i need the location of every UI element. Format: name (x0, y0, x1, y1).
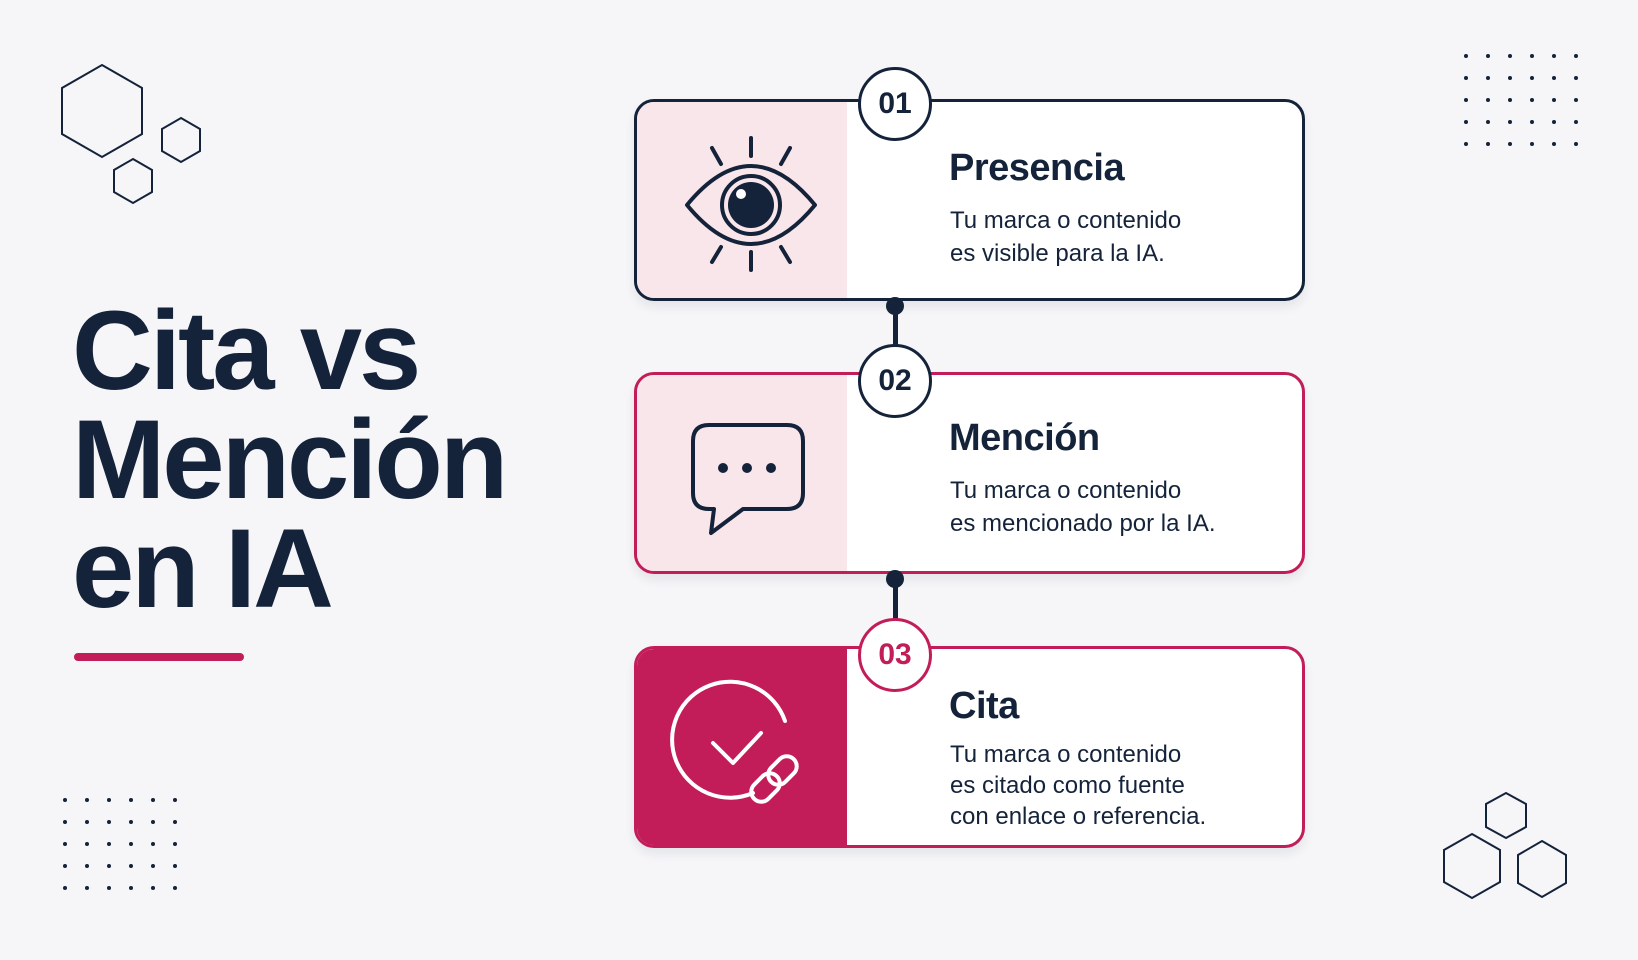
description-line: Tu marca o contenido (950, 207, 1182, 234)
title-line: en IA (72, 506, 334, 631)
eye-icon (685, 136, 817, 272)
icon-box (637, 649, 847, 845)
step-number-badge: 03 (858, 618, 932, 692)
speech-bubble-icon (691, 423, 805, 535)
description-line: Tu marca o contenido (950, 477, 1182, 504)
step-number-badge: 02 (858, 344, 932, 418)
step-description: Tu marca o contenido es mencionado por l… (950, 474, 1280, 540)
step-connector (893, 306, 898, 346)
description-line: es visible para la IA. (950, 240, 1165, 267)
step-card-mencion: Mención Tu marca o contenido es menciona… (634, 372, 1305, 574)
description-line: es mencionado por la IA. (950, 510, 1216, 537)
connector-dot (886, 297, 904, 315)
title-underline (74, 653, 244, 661)
dot-grid-icon (1464, 54, 1578, 146)
icon-box (637, 102, 847, 298)
step-number-badge: 01 (858, 67, 932, 141)
title-line: Mención (72, 397, 508, 522)
hexagons-icon (61, 63, 201, 205)
step-title: Cita (949, 685, 1019, 727)
connector-dot (886, 570, 904, 588)
dot-grid-icon (63, 798, 177, 890)
description-line: es citado como fuente (950, 772, 1185, 799)
step-title: Presencia (949, 147, 1125, 189)
step-description: Tu marca o contenido es citado como fuen… (950, 739, 1280, 832)
description-line: con enlace o referencia. (950, 803, 1207, 830)
page-title: Cita vs Mención en IA (72, 288, 572, 631)
step-card-presencia: Presencia Tu marca o contenido es visibl… (634, 99, 1305, 301)
description-line: Tu marca o contenido (950, 741, 1182, 768)
icon-box (637, 375, 847, 571)
check-link-icon (670, 679, 799, 804)
step-title: Mención (949, 417, 1100, 459)
hexagons-icon (1443, 791, 1567, 900)
step-card-cita: Cita Tu marca o contenido es citado como… (634, 646, 1305, 848)
step-description: Tu marca o contenido es visible para la … (950, 204, 1280, 270)
title-line: Cita vs (72, 288, 421, 413)
step-connector (893, 579, 898, 619)
